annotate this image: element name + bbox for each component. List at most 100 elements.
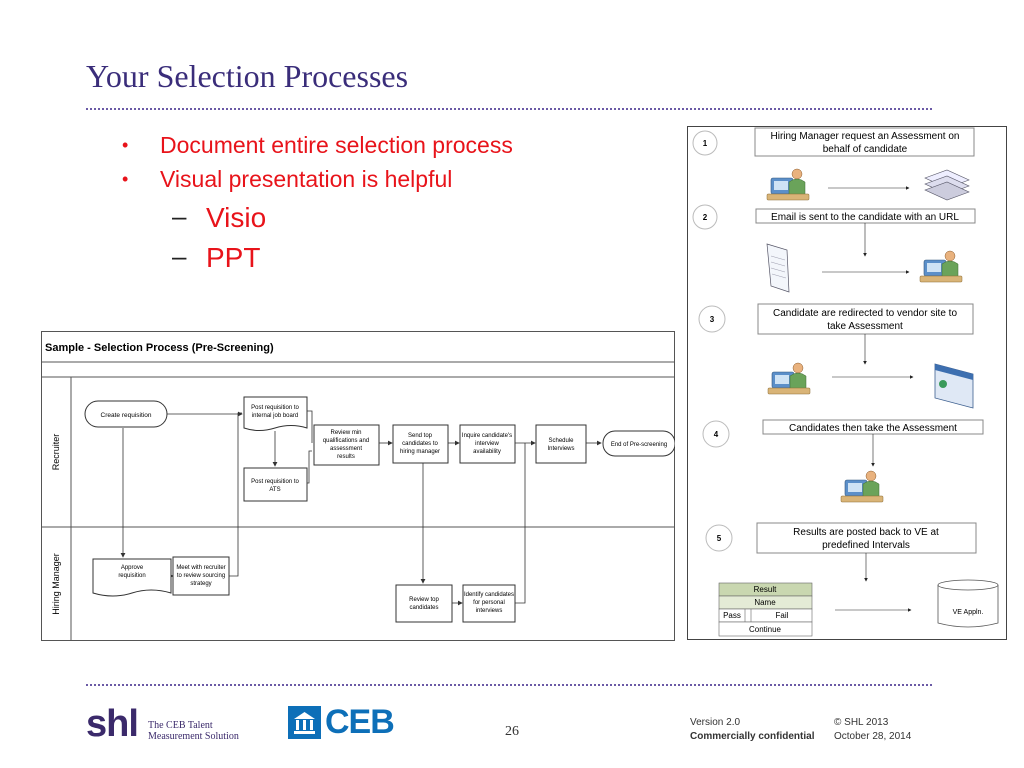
step-number: 1	[703, 139, 708, 148]
node-label: internal job board	[252, 413, 298, 419]
step-number: 2	[703, 213, 708, 222]
node-label: Interviews	[547, 446, 574, 452]
node-label: Create requisition	[101, 412, 152, 419]
process-flowchart: Sample - Selection Process (Pre-Screenin…	[41, 331, 675, 641]
version: Version 2.0	[690, 717, 741, 728]
step-number: 3	[710, 315, 715, 324]
lane-label-recruiter: Recruiter	[51, 434, 61, 471]
web-browser-icon	[934, 363, 974, 409]
bullet-dot-icon: •	[122, 169, 129, 189]
node-label: Meet with recruiter	[176, 565, 225, 571]
result-fail: Fail	[776, 611, 789, 620]
node-schedule	[535, 424, 587, 464]
step-5-text: Results are posted back to VE at	[793, 527, 939, 538]
node-review-min	[313, 424, 380, 466]
bullet-item: •Visual presentation is helpful	[120, 162, 513, 196]
page-number: 26	[505, 724, 519, 739]
node-label: assessment	[330, 446, 362, 452]
bullet-item: •Document entire selection process	[120, 128, 513, 162]
node-label: results	[337, 454, 355, 460]
node-label: interview	[475, 441, 499, 447]
node-send-top	[392, 424, 449, 464]
node-label: qualifications and	[323, 438, 369, 444]
node-label: requisition	[118, 573, 145, 579]
footer-date: October 28, 2014	[834, 731, 912, 742]
bottom-divider	[86, 684, 932, 686]
confidential-label: Commercially confidential	[690, 731, 815, 742]
node-label: candidates to	[402, 441, 438, 447]
node-post-internal	[243, 396, 308, 431]
database-icon	[937, 579, 999, 628]
node-label: Post requisition to	[251, 479, 299, 485]
node-identify	[462, 584, 516, 623]
node-label: strategy	[190, 581, 211, 587]
email-document-icon	[766, 243, 790, 293]
node-label: Approve	[121, 565, 144, 571]
result-continue: Continue	[749, 625, 782, 634]
node-meet	[172, 556, 230, 596]
node-label: End of Pre-screening	[611, 442, 667, 448]
step-number: 4	[714, 430, 719, 439]
step-number: 5	[717, 534, 722, 543]
node-label: Review min	[330, 430, 361, 436]
flowchart-title: Sample - Selection Process (Pre-Screenin…	[45, 342, 274, 354]
result-pass: Pass	[723, 611, 741, 620]
node-label: Inquire candidate's	[462, 433, 512, 439]
node-approve	[92, 558, 172, 597]
node-review-top	[395, 584, 453, 623]
copyright: © SHL 2013	[834, 717, 889, 728]
bullet-list: •Document entire selection process •Visu…	[120, 128, 513, 196]
node-label: Schedule	[548, 438, 574, 444]
step-2-circle	[692, 204, 718, 230]
step-4-circle	[702, 420, 730, 448]
assessment-steps-panel: 1 2 3 4 5 Hiring Manager request an Asse…	[687, 126, 1007, 640]
sub-bullet-list: –Visio –PPT	[172, 198, 266, 278]
node-label: hiring manager	[400, 449, 440, 455]
dash-icon: –	[172, 241, 187, 271]
node-label: to review sourcing	[177, 573, 225, 579]
shl-tagline: The CEB Talent Measurement Solution	[148, 720, 239, 742]
dash-icon: –	[172, 201, 187, 231]
result-table: Result Name Pass Fail Continue	[718, 582, 813, 637]
step-3-text: Candidate are redirected to vendor site …	[773, 308, 957, 319]
step-1-text: behalf of candidate	[823, 144, 908, 155]
top-divider	[86, 108, 932, 110]
result-name: Name	[754, 598, 776, 607]
slide-title: Your Selection Processes	[86, 58, 409, 94]
sub-bullet-item: –PPT	[172, 238, 266, 278]
node-label: Send top	[408, 433, 433, 439]
bullet-dot-icon: •	[122, 135, 129, 155]
ceb-logo: CEB	[288, 703, 395, 741]
lane-label-hiring-manager: Hiring Manager	[51, 553, 61, 615]
node-label: interviews	[476, 608, 503, 614]
node-inquire	[459, 424, 516, 464]
step-5-circle	[705, 524, 733, 552]
step-1-box	[754, 127, 975, 157]
node-post-ats	[243, 467, 308, 502]
ceb-building-icon	[288, 706, 321, 739]
result-header: Result	[754, 585, 777, 594]
node-label: for personal	[473, 600, 505, 606]
sub-bullet-item: –Visio	[172, 198, 266, 238]
step-2-box	[755, 208, 976, 224]
step-3-box	[757, 303, 974, 335]
step-3-circle	[698, 305, 726, 333]
step-5-box	[756, 522, 977, 554]
node-end	[602, 430, 675, 457]
node-label: ATS	[269, 487, 280, 493]
step-5-text: predefined Intervals	[822, 540, 910, 551]
node-label: Review top	[409, 597, 439, 603]
node-label: availability	[473, 449, 501, 455]
database-label: VE Appln.	[953, 609, 984, 616]
document-stack-icon	[924, 169, 970, 201]
step-2-text: Email is sent to the candidate with an U…	[771, 212, 959, 223]
